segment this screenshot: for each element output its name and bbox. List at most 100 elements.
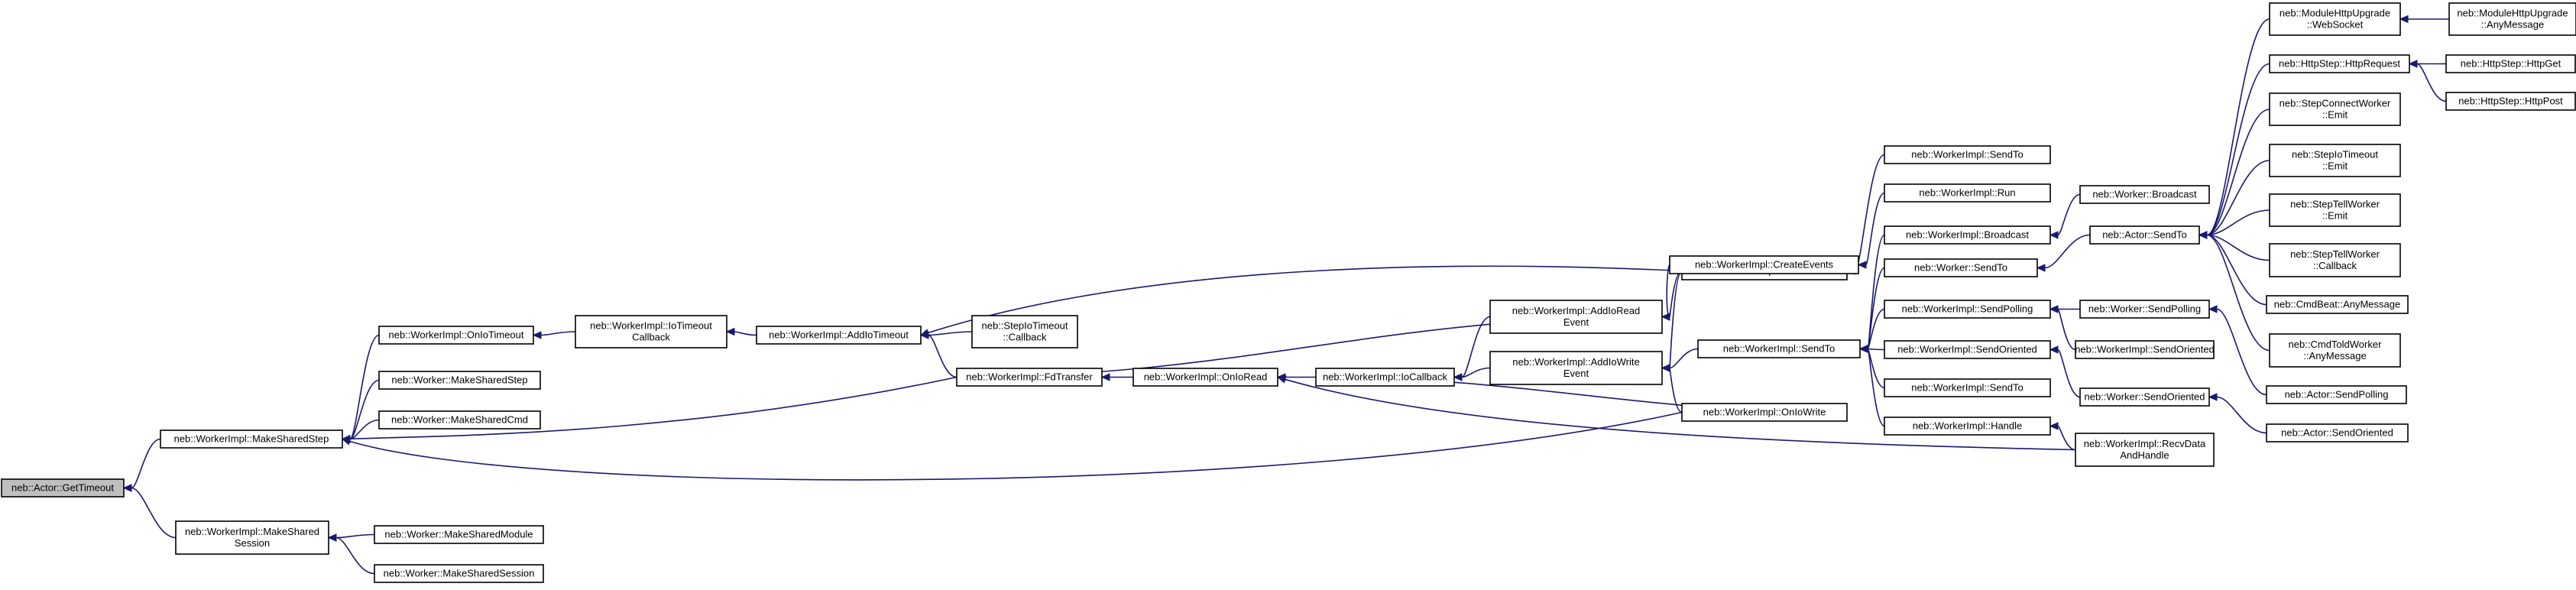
node-getTimeout[interactable]: neb::Actor::GetTimeout: [1, 478, 125, 498]
edge-arrowhead: [2208, 393, 2218, 401]
node-label: neb::WorkerImpl::SendOriented: [2075, 344, 2215, 355]
node-handle[interactable]: neb::WorkerImpl::Handle: [1884, 417, 2051, 436]
node-stepIoTimeoutEmit[interactable]: neb::StepIoTimeout::Emit: [2269, 144, 2401, 177]
node-broadcastImpl[interactable]: neb::WorkerImpl::Broadcast: [1884, 225, 2051, 245]
node-workerSendTo[interactable]: neb::Worker::SendTo: [1884, 258, 2038, 277]
node-createEvents[interactable]: neb::WorkerImpl::CreateEvents: [1669, 255, 1859, 274]
edge-recvDataAndHandle-to-handle: [2049, 422, 2076, 451]
node-wMakeSharedModule[interactable]: neb::Worker::MakeSharedModule: [374, 525, 544, 544]
edge-line: [1669, 348, 1699, 369]
node-addIoTimeout[interactable]: neb::WorkerImpl::AddIoTimeout: [756, 326, 922, 345]
node-box: [378, 371, 541, 390]
edge-workerBroadcast-to-broadcastImpl: [2049, 193, 2081, 239]
edge-run-to-createEvents: [1857, 192, 1885, 269]
node-box: [2079, 185, 2210, 204]
node-cmdBeatAnyMessage[interactable]: neb::CmdBeat::AnyMessage: [2266, 295, 2409, 314]
edge-line: [1854, 154, 1885, 272]
node-workerSendPolling[interactable]: neb::Worker::SendPolling: [2079, 300, 2210, 319]
edge-line: [928, 265, 1683, 334]
edge-actorSendOriented-to-workerSendOriented: [2208, 393, 2267, 434]
node-box: [378, 410, 541, 430]
node-label: neb::WorkerImpl::FdTransfer: [966, 371, 1093, 383]
node-run[interactable]: neb::WorkerImpl::Run: [1884, 183, 2051, 203]
node-box: [374, 525, 544, 544]
node-label: neb::WorkerImpl::Run: [1919, 187, 2015, 199]
node-box: [2269, 243, 2401, 277]
node-workerSendOriented[interactable]: neb::Worker::SendOriented: [2079, 387, 2210, 407]
node-box: [2448, 2, 2576, 36]
node-label: ::Emit: [2322, 160, 2348, 172]
node-actorSendPolling[interactable]: neb::Actor::SendPolling: [2266, 385, 2407, 404]
node-makeSharedStep[interactable]: neb::WorkerImpl::MakeSharedStep: [160, 430, 343, 449]
node-sendToTop[interactable]: neb::WorkerImpl::SendTo: [1884, 145, 2051, 164]
edge-line: [349, 411, 1683, 481]
node-box: [378, 326, 534, 345]
node-box: [2445, 54, 2576, 73]
edge-line: [131, 487, 177, 539]
node-upgradeAnyMessage[interactable]: neb::ModuleHttpUpgrade::AnyMessage: [2448, 2, 2576, 36]
node-wMakeSharedStep[interactable]: neb::Worker::MakeSharedStep: [378, 371, 541, 390]
node-box: [2266, 295, 2409, 314]
edge-arrowhead: [2408, 60, 2418, 68]
node-wMakeSharedCmd[interactable]: neb::Worker::MakeSharedCmd: [378, 410, 541, 430]
node-actorSendOriented[interactable]: neb::Actor::SendOriented: [2266, 423, 2409, 443]
node-label: neb::WorkerImpl::Broadcast: [1906, 229, 2029, 241]
node-sendOrientedImpl[interactable]: neb::WorkerImpl::SendOriented: [1884, 340, 2051, 359]
node-stepIoTimeoutCallback[interactable]: neb::StepIoTimeout::Callback: [971, 315, 1078, 348]
node-makeSharedSession[interactable]: neb::WorkerImpl::MakeSharedSession: [175, 520, 329, 555]
node-box: [2445, 92, 2576, 111]
node-label: Session: [235, 537, 270, 549]
node-box: [1884, 300, 2051, 319]
edge-addIoTimeout-to-ioTimeoutCallback: [725, 327, 757, 336]
node-httpGet[interactable]: neb::HttpStep::HttpGet: [2445, 54, 2576, 73]
node-box: [2269, 54, 2410, 73]
edge-stepIoTimeoutCallback-to-addIoTimeout: [919, 331, 973, 339]
edge-arrowhead: [2198, 231, 2208, 239]
node-cmdToldWorkerAnyMessage[interactable]: neb::CmdToldWorker::AnyMessage: [2269, 333, 2401, 368]
edge-line: [2206, 160, 2270, 236]
node-ioCallback[interactable]: neb::WorkerImpl::IoCallback: [1315, 368, 1455, 387]
edge-makeSharedSession-to-getTimeout: [122, 484, 177, 539]
node-onIoWrite[interactable]: neb::WorkerImpl::OnIoWrite: [1681, 403, 1848, 422]
node-label: neb::StepTellWorker: [2290, 248, 2380, 260]
node-wMakeSharedSession[interactable]: neb::Worker::MakeSharedSession: [374, 564, 544, 583]
node-sendPollingImpl[interactable]: neb::WorkerImpl::SendPolling: [1884, 300, 2051, 319]
node-box: [374, 564, 544, 583]
node-label: neb::WorkerImpl::AddIoWrite: [1512, 356, 1639, 368]
node-onIoRead[interactable]: neb::WorkerImpl::OnIoRead: [1132, 368, 1278, 387]
node-actorSendTo[interactable]: neb::Actor::SendTo: [2089, 225, 2200, 245]
node-box: [2266, 385, 2407, 404]
node-label: neb::StepTellWorker: [2290, 199, 2380, 210]
node-workerBroadcast[interactable]: neb::Worker::Broadcast: [2079, 185, 2210, 204]
edge-layer: [122, 15, 2449, 575]
node-box: [1884, 183, 2051, 203]
edge-httpPost-to-httpRequest: [2408, 60, 2447, 102]
node-label: Event: [1563, 316, 1589, 328]
node-sendToLow[interactable]: neb::WorkerImpl::SendTo: [1884, 378, 2051, 397]
node-fdTransfer[interactable]: neb::WorkerImpl::FdTransfer: [956, 368, 1103, 387]
node-webSocket[interactable]: neb::ModuleHttpUpgrade::WebSocket: [2269, 2, 2401, 36]
node-label: ::Emit: [2322, 210, 2348, 222]
node-sendToMain[interactable]: neb::WorkerImpl::SendTo: [1697, 339, 1861, 358]
node-httpPost[interactable]: neb::HttpStep::HttpPost: [2445, 92, 2576, 111]
node-httpRequest[interactable]: neb::HttpStep::HttpRequest: [2269, 54, 2410, 73]
edge-arrowhead: [122, 484, 132, 492]
edge-onIoWrite-to-makeSharedStep: [341, 411, 1683, 481]
edge-line: [335, 537, 375, 575]
node-box: [2269, 2, 2401, 36]
node-stepTellWorkerCallback[interactable]: neb::StepTellWorker::Callback: [2269, 243, 2401, 277]
node-sendOrientedImpl2[interactable]: neb::WorkerImpl::SendOriented: [2075, 340, 2215, 359]
node-stepTellWorkerEmit[interactable]: neb::StepTellWorker::Emit: [2269, 193, 2401, 227]
node-stepConnectWorkerEmit[interactable]: neb::StepConnectWorker::Emit: [2269, 92, 2401, 126]
node-label: neb::Worker::SendTo: [1914, 262, 2007, 274]
node-box: [2079, 300, 2210, 319]
node-box: [2079, 387, 2210, 407]
edge-createEvents-to-addIoReadEvent: [1661, 264, 1670, 321]
node-onIoTimeout[interactable]: neb::WorkerImpl::OnIoTimeout: [378, 326, 534, 345]
edge-upgradeAnyMessage-to-webSocket: [2399, 15, 2449, 24]
